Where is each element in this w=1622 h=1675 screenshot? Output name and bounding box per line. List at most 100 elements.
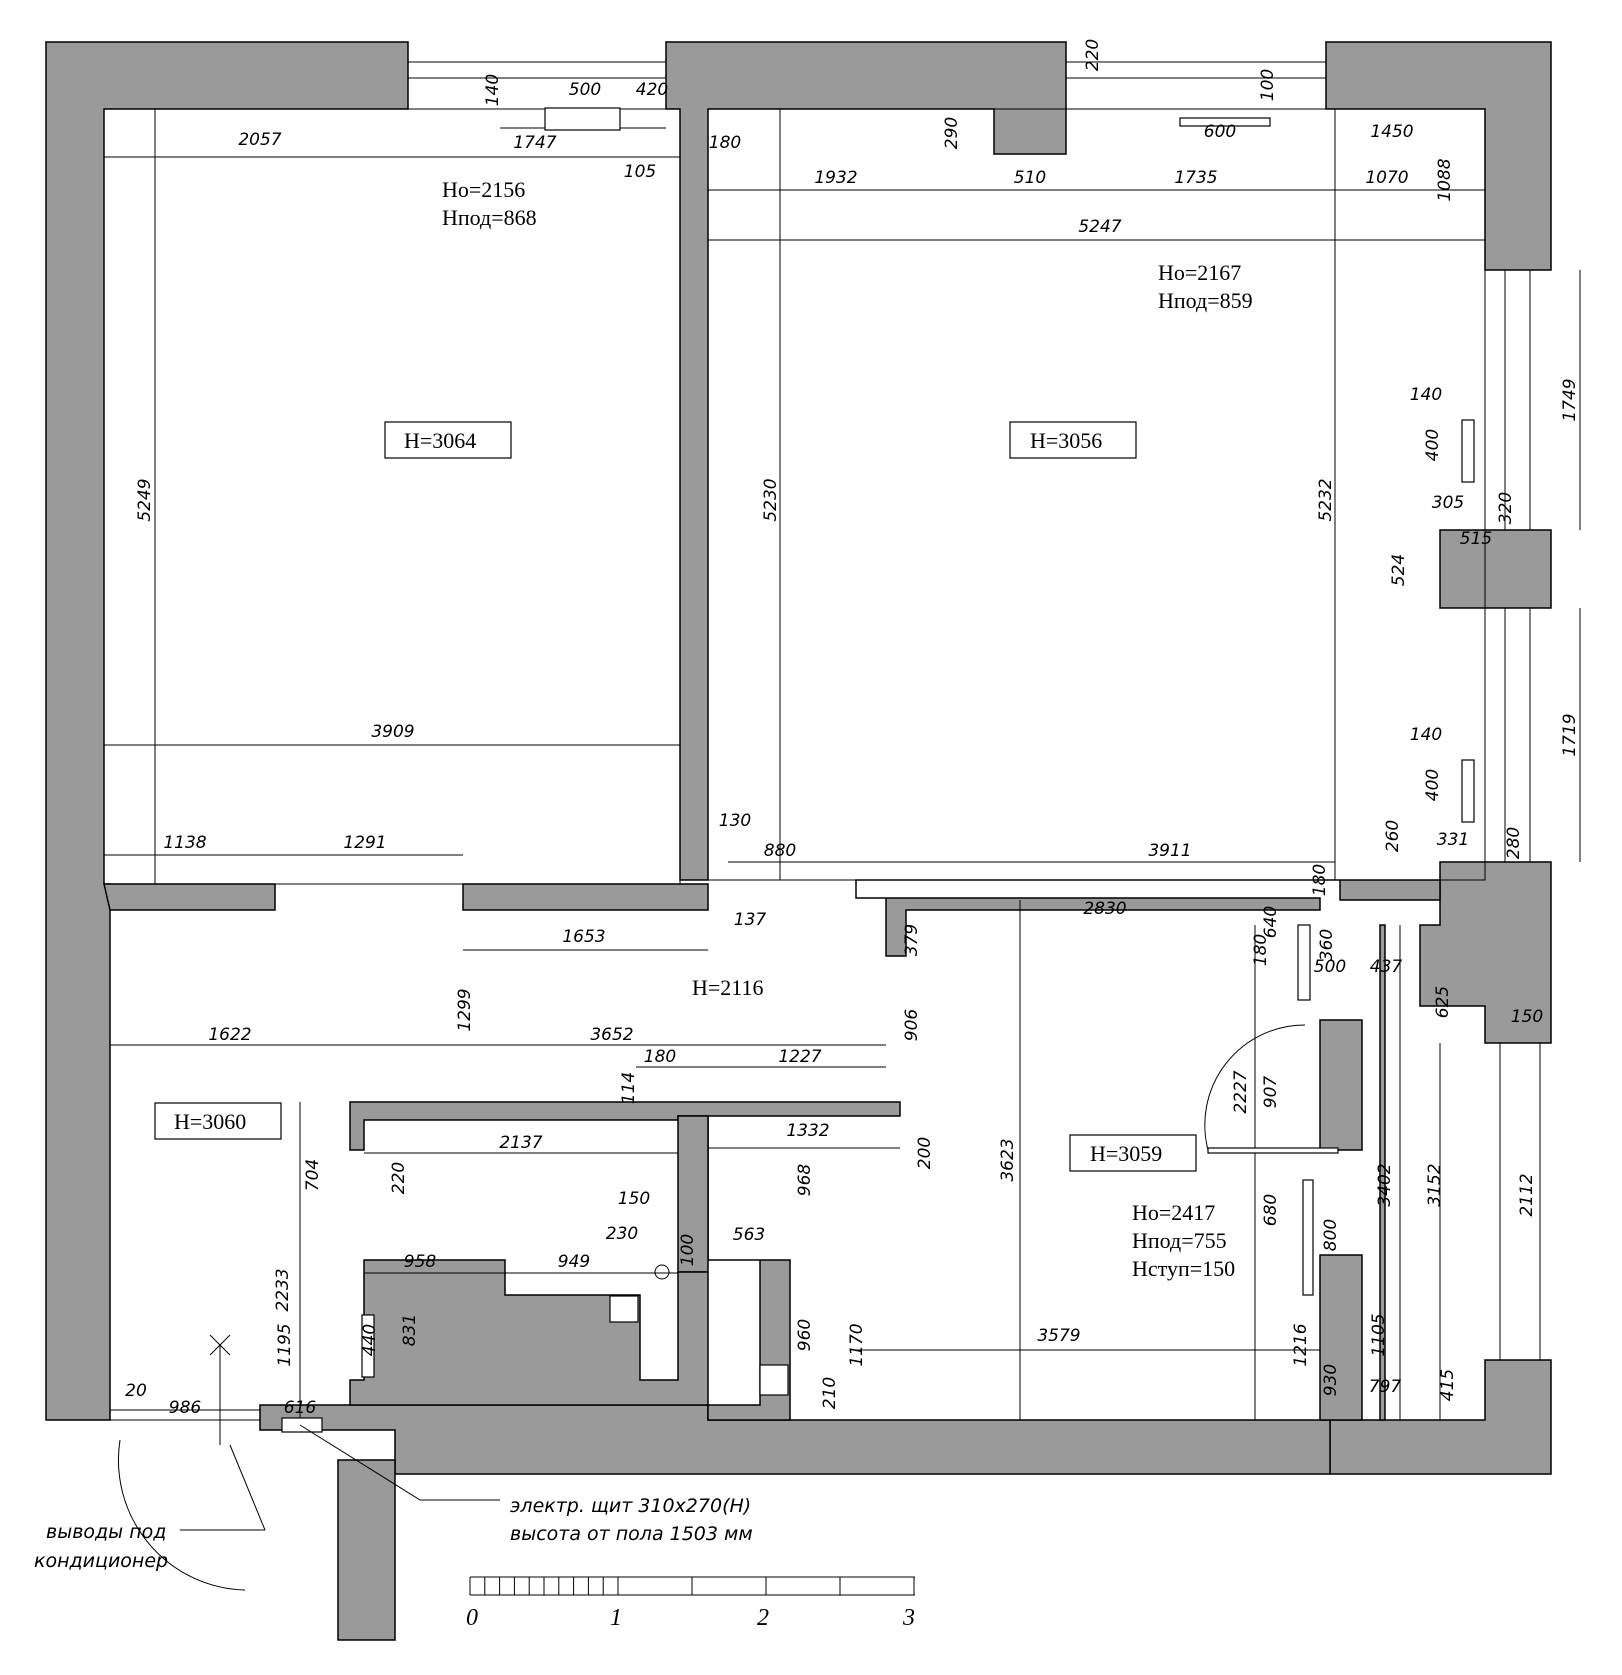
- room-1-ho: Ho=2156: [442, 177, 525, 202]
- dimension-label: 1299: [455, 988, 475, 1031]
- dimension-label: 290: [942, 117, 962, 149]
- dimension-label: 2830: [1083, 899, 1126, 919]
- door-leaf-room3: [1207, 1147, 1339, 1154]
- dimension-label: 1747: [513, 133, 556, 153]
- dimension-label: 2137: [499, 1133, 542, 1153]
- dimension-label: 2233: [273, 1268, 293, 1311]
- room-1-hpod: Hпод=868: [442, 205, 537, 230]
- dimension-label: 114: [619, 1072, 639, 1104]
- dimension-label: 831: [400, 1314, 420, 1346]
- wall-room3-right: [1319, 1019, 1363, 1151]
- wall-top-middle: [665, 41, 1067, 881]
- dimension-label: 930: [1321, 1364, 1341, 1396]
- dimension-label: 331: [1437, 830, 1469, 850]
- room-2-hpod: Hпод=859: [1158, 288, 1253, 313]
- wall-partition-a: [103, 883, 276, 911]
- dimension-label: 180: [1310, 864, 1330, 896]
- dimension-label: 510: [1014, 168, 1046, 188]
- room-2-ho: Ho=2167: [1158, 260, 1241, 285]
- drain-icon: [654, 1264, 670, 1280]
- dimension-label: 500: [569, 80, 601, 100]
- dimension-label: 1227: [778, 1047, 821, 1067]
- dimension-label: 625: [1433, 986, 1453, 1018]
- dimension-label: 5230: [761, 478, 781, 521]
- radiator-room3-b: [1302, 1179, 1314, 1296]
- dimension-label: 140: [1410, 385, 1442, 405]
- dimension-label: 704: [303, 1159, 323, 1191]
- dimension-label: 616: [284, 1398, 317, 1418]
- dimension-label: 150: [1511, 1007, 1543, 1027]
- dimension-label: 1932: [814, 168, 857, 188]
- dimension-label: 137: [734, 910, 767, 930]
- dimension-label: 1450: [1370, 122, 1413, 142]
- dimension-label: 1170: [847, 1323, 867, 1366]
- room-3-ho: Ho=2417: [1132, 1200, 1215, 1225]
- wall-right-lower: [1419, 861, 1552, 1044]
- dimension-label: 180: [644, 1047, 676, 1067]
- dimension-label: 360: [1317, 929, 1337, 961]
- dimension-label: 880: [764, 841, 796, 861]
- dimension-label: 180: [709, 133, 741, 153]
- dimension-label: 415: [1438, 1369, 1458, 1401]
- dimension-label: 1105: [1369, 1313, 1389, 1356]
- dimension-label: 140: [1410, 725, 1442, 745]
- dimension-label: 1195: [275, 1323, 295, 1366]
- notes: электр. щит 310х270(Н) высота от пола 15…: [34, 1334, 753, 1572]
- electrical-panel: [281, 1417, 323, 1433]
- dimension-label: 1138: [163, 833, 206, 853]
- dimension-label: 500: [1314, 957, 1346, 977]
- dimension-label: 1088: [1435, 158, 1455, 201]
- dimension-label: 600: [1204, 122, 1236, 142]
- dimension-label: 2057: [238, 130, 281, 150]
- dimension-label: 1291: [343, 833, 386, 853]
- dimension-label: 305: [1432, 493, 1464, 513]
- room-outlines: [103, 61, 1541, 1421]
- dimension-label: 3623: [998, 1138, 1018, 1181]
- dimension-label: 379: [902, 924, 922, 956]
- wall-loggia-left: [1379, 924, 1386, 1421]
- dimension-label: 280: [1504, 827, 1524, 859]
- dimension-label: 180: [1251, 934, 1271, 966]
- dimension-label: 949: [558, 1252, 590, 1272]
- dimension-label: 130: [719, 811, 751, 831]
- dimension-label: 210: [820, 1377, 840, 1409]
- dimension-label: 200: [915, 1137, 935, 1169]
- dimension-label: 986: [169, 1398, 202, 1418]
- kitchen-height: H=3060: [174, 1109, 246, 1134]
- dimension-label: 420: [636, 80, 668, 100]
- wall-bottom: [259, 1404, 1331, 1475]
- scale-bar: 0 1 2 3: [466, 1576, 915, 1631]
- dimension-label: 797: [1369, 1377, 1402, 1397]
- walls: [45, 41, 1552, 1641]
- sink-box-2: [759, 1364, 789, 1396]
- ac-note-line1: выводы под: [46, 1521, 166, 1543]
- dimension-label: 105: [624, 162, 656, 182]
- room-labels: H=3064 Ho=2156 Hпод=868 H=3056 Ho=2167 H…: [154, 177, 1253, 1281]
- panel-note-line2: высота от пола 1503 мм: [510, 1523, 753, 1545]
- room-3-hpod: Hпод=755: [1132, 1228, 1227, 1253]
- scale-2: 2: [757, 1605, 769, 1631]
- dimension-label: 230: [606, 1224, 638, 1244]
- dimension-label: 3909: [371, 722, 414, 742]
- dimension-label: 515: [1460, 529, 1492, 549]
- dimension-label: 260: [1383, 820, 1403, 852]
- dimension-label: 680: [1261, 1194, 1281, 1226]
- fixtures: [117, 107, 1475, 1591]
- dimension-label: 563: [733, 1225, 765, 1245]
- panel-note-line1: электр. щит 310х270(Н): [510, 1495, 751, 1517]
- scale-3: 3: [902, 1605, 915, 1631]
- dimension-label: 100: [1258, 69, 1278, 101]
- scale-0: 0: [466, 1605, 478, 1631]
- door-swing-entry: [117, 1439, 246, 1591]
- dimension-label: 2112: [1517, 1173, 1537, 1216]
- dimension-label: 440: [360, 1324, 380, 1356]
- dimension-label: 400: [1423, 429, 1443, 461]
- dimension-label: 1216: [1291, 1323, 1311, 1366]
- dimension-label: 968: [795, 1164, 815, 1197]
- ac-note-line2: кондиционер: [34, 1550, 168, 1572]
- dimension-label: 906: [902, 1009, 922, 1042]
- dimension-label: 5232: [1316, 478, 1336, 521]
- wall-left-outer: [45, 41, 409, 1421]
- dimension-label: 524: [1389, 554, 1409, 586]
